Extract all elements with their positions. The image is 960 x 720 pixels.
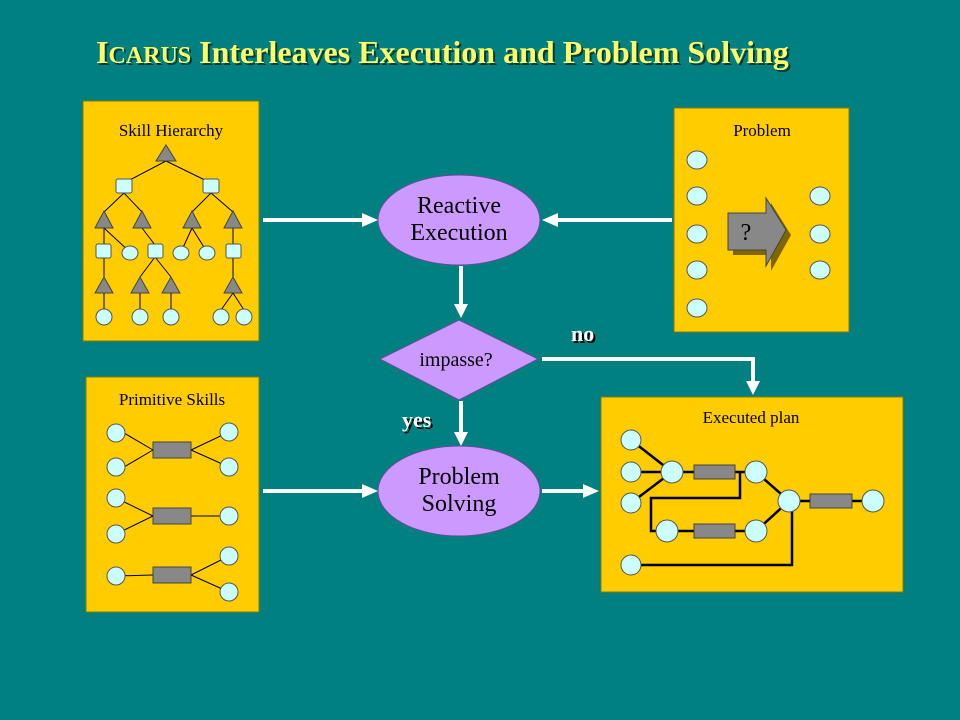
skill-node xyxy=(202,178,220,194)
goal-state-node xyxy=(809,186,831,206)
primitive-effect xyxy=(219,506,239,526)
skill-leaf xyxy=(131,308,149,326)
skill-node xyxy=(198,245,216,261)
title-rest: Interleaves Execution and Problem Solvin… xyxy=(199,34,789,70)
primitive-operator xyxy=(152,441,192,459)
skill-node xyxy=(95,243,112,259)
primitive-operator xyxy=(152,566,192,584)
executed-plan-panel: Executed plan xyxy=(600,396,904,593)
svg-text:ICARUS Interleaves Execution a: ICARUS Interleaves Execution and Problem… xyxy=(98,36,791,72)
primitive-effect xyxy=(219,546,239,566)
primitive-effect xyxy=(219,422,239,442)
initial-state-node xyxy=(686,224,708,244)
impasse-no-arrow xyxy=(542,357,755,382)
skill-hierarchy-label: Skill Hierarchy xyxy=(119,121,224,140)
primitive-skills-panel: Primitive Skills xyxy=(85,376,260,613)
flow-arrows xyxy=(263,213,760,498)
initial-state-node xyxy=(686,186,708,206)
skill-triangle xyxy=(132,209,152,229)
svg-text:ICARUS Interleaves Execution a: ICARUS Interleaves Execution and Problem… xyxy=(96,34,789,70)
skill-node xyxy=(172,245,190,261)
skill-node xyxy=(121,245,139,261)
plan-node xyxy=(861,489,885,513)
title-first-letter-shadow: I xyxy=(98,36,110,72)
skill-triangle xyxy=(223,275,243,294)
skill-triangle xyxy=(161,275,181,294)
primitive-condition xyxy=(106,488,126,508)
title-small-caps-shadow: CARUS xyxy=(110,45,193,71)
skill-node xyxy=(115,178,133,194)
problem-solving-line-2: Solving xyxy=(422,491,497,517)
impasse-decision: impasse? xyxy=(378,319,540,401)
primitive-operator xyxy=(152,507,192,525)
plan-node xyxy=(744,519,768,543)
primitive-effect xyxy=(219,582,239,602)
skill-hierarchy-panel: Skill Hierarchy xyxy=(82,100,260,342)
plan-node xyxy=(620,461,642,483)
reactive-execution-line-2: Execution xyxy=(410,220,507,246)
goal-state-node xyxy=(809,260,831,280)
initial-state-node xyxy=(686,260,708,280)
plan-node xyxy=(660,460,684,484)
plan-node xyxy=(620,492,642,514)
skill-leaf xyxy=(212,308,230,326)
skill-triangle xyxy=(94,209,114,229)
arrowhead xyxy=(362,213,378,227)
plan-operator xyxy=(809,493,853,509)
arrowhead xyxy=(746,381,760,395)
initial-state-node xyxy=(686,298,708,318)
goal-state-node xyxy=(809,224,831,244)
primitive-skills-label: Primitive Skills xyxy=(119,390,225,409)
slide-title: ICARUS Interleaves Execution and Problem… xyxy=(96,34,791,72)
arrowhead xyxy=(542,213,558,227)
no-label: no xyxy=(571,321,594,346)
problem-solving-line-1: Problem xyxy=(418,464,500,490)
arrowhead xyxy=(454,304,468,318)
skill-triangle xyxy=(130,275,150,294)
primitive-condition xyxy=(106,457,126,477)
plan-operator xyxy=(693,464,736,480)
skill-triangle xyxy=(182,209,202,229)
primitive-condition xyxy=(106,524,126,544)
unknown-operator-arrow: ? xyxy=(727,196,791,271)
skill-leaf xyxy=(95,308,113,326)
arrowhead xyxy=(362,484,378,498)
arrowhead xyxy=(454,432,468,446)
skill-node xyxy=(225,243,242,259)
root-skill-triangle xyxy=(155,144,177,162)
skill-node xyxy=(147,243,164,259)
initial-state-node xyxy=(686,150,708,170)
title-rest-shadow: Interleaves Execution and Problem Solvin… xyxy=(201,36,791,72)
primitive-condition xyxy=(106,566,126,586)
plan-node xyxy=(620,429,642,451)
branch-labels: yes yes no no xyxy=(402,321,596,434)
primitive-effect xyxy=(219,457,239,477)
skill-triangle xyxy=(223,209,243,229)
plan-node xyxy=(620,554,642,576)
skill-leaf xyxy=(235,308,253,326)
plan-node xyxy=(655,519,679,543)
plan-node xyxy=(777,489,801,513)
reactive-execution-line-1: Reactive xyxy=(417,193,501,219)
reactive-execution-node: Reactive Execution xyxy=(377,174,541,266)
impasse-label: impasse? xyxy=(419,349,492,371)
skill-leaf xyxy=(162,308,180,326)
unknown-operator-label: ? xyxy=(741,220,752,246)
plan-node xyxy=(744,460,768,484)
problem-solving-node: Problem Solving xyxy=(377,445,541,537)
title-first-letter: I xyxy=(96,34,108,70)
yes-label-shadow: yes xyxy=(404,409,434,434)
yes-label: yes xyxy=(402,407,432,432)
primitive-condition xyxy=(106,423,126,443)
problem-label: Problem xyxy=(733,121,791,140)
plan-operator xyxy=(693,523,736,539)
title-small-caps: CARUS xyxy=(108,43,191,69)
no-label-shadow: no xyxy=(573,323,596,348)
arrowhead xyxy=(583,484,599,498)
problem-panel: Problem ? xyxy=(673,107,850,333)
skill-triangle xyxy=(94,275,114,294)
executed-plan-label: Executed plan xyxy=(703,408,800,427)
